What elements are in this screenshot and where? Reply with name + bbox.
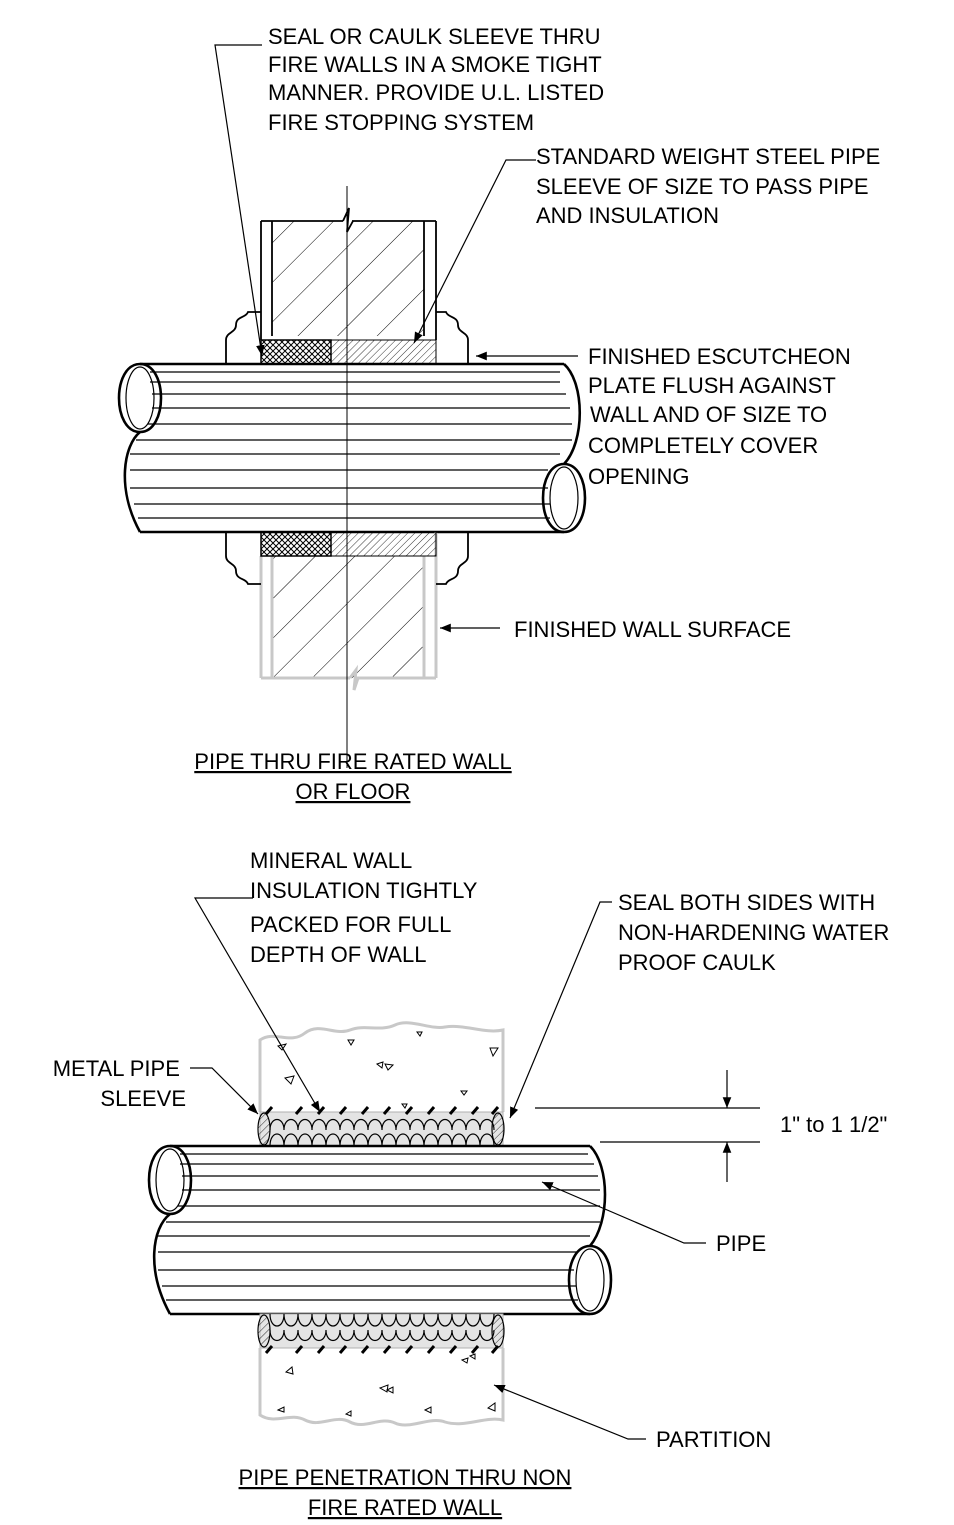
sleeve-lower [330,531,437,557]
partition-label: PARTITION [656,1427,771,1452]
insulation-note: MINERAL WALL INSULATION TIGHTLY PACKED F… [250,848,483,967]
detail2-title: PIPE PENETRATION THRU NON [239,1465,572,1490]
partition-upper [258,1021,505,1112]
lower-wall-outline [259,532,438,680]
lower-wall-hatch [272,556,424,678]
leader-partition [493,1384,646,1440]
sleeve-dashes-upper [264,1106,500,1115]
seal-caulk-note: SEAL BOTH SIDES WITH NON-HARDENING WATER… [618,890,895,975]
wall-surface-note: FINISHED WALL SURFACE [514,617,791,642]
partition-lower [258,1348,505,1427]
leader-seal [214,44,265,357]
sleeve-dashes-lower [264,1345,500,1354]
detail2-title-line2: FIRE RATED WALL [308,1495,502,1520]
pipe-label: PIPE [716,1231,766,1256]
leader-insulation [193,897,321,1113]
pipe-detail2 [147,1144,613,1316]
escutcheon-right-lower [436,531,469,585]
caulk-upper [260,339,332,365]
escutcheon-left-upper [225,311,261,365]
detail1-title: PIPE THRU FIRE RATED WALL [194,749,511,774]
detail1-title-line2: OR FLOOR [296,779,411,804]
aggregate-lower [276,1353,496,1417]
dimension-text: 1" to 1 1/2" [780,1112,887,1137]
escutcheon-note: FINISHED ESCUTCHEON PLATE FLUSH AGAINST … [588,344,857,489]
dimension-marker [535,1070,760,1182]
metal-sleeve-note: METAL PIPE SLEEVE [53,1056,186,1111]
escutcheon-right-upper [436,311,469,365]
caulk-right-lower [491,1314,505,1348]
detail1-drawing: SEAL OR CAULK SLEEVE THRU FIRE WALLS IN … [117,24,886,804]
upper-wall-hatch [272,221,424,336]
sleeve-note: STANDARD WEIGHT STEEL PIPE SLEEVE OF SIZ… [536,144,886,228]
insulation-lower [269,1313,495,1342]
seal-note: SEAL OR CAULK SLEEVE THRU FIRE WALLS IN … [268,24,610,135]
detail2-drawing: MINERAL WALL INSULATION TIGHTLY PACKED F… [53,848,895,1520]
caulk-right-upper [491,1112,505,1146]
caulk-left-lower [257,1314,271,1348]
leader-metal-sleeve [190,1067,259,1115]
caulk-lower [260,531,332,557]
break-line-top [342,207,354,233]
leader-seal-caulk [509,901,612,1119]
leader-sleeve [413,159,536,344]
aggregate-upper [277,1031,499,1109]
caulk-left-upper [257,1112,271,1146]
leader-pipe [541,1181,706,1244]
sleeve-upper [330,339,437,365]
escutcheon-left-lower [225,531,261,585]
pipe-detail1 [117,362,587,534]
upper-wall-outline [260,220,437,340]
